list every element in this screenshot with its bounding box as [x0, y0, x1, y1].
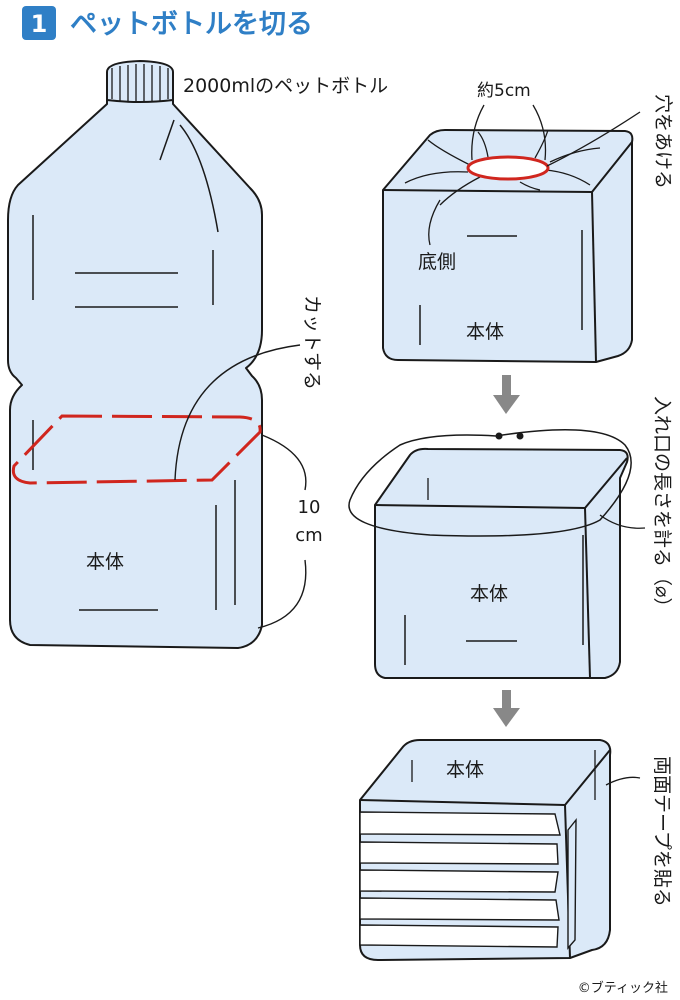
height-bracket-top [261, 434, 307, 491]
diameter-leader-left [471, 104, 485, 161]
measure-leader [599, 514, 646, 529]
body-label-base: 本体 [466, 321, 504, 343]
body-label-bottle: 本体 [86, 551, 124, 573]
body-label-taped: 本体 [446, 759, 484, 781]
bottle-label: 2000mlのペットボトル [183, 75, 388, 97]
make-hole-leader [546, 111, 641, 167]
hole-marker [466, 155, 550, 181]
copyright-text: ©ブティック社 [578, 980, 668, 996]
body-label-open: 本体 [470, 583, 508, 605]
open-box-measure [374, 447, 629, 679]
step-badge [22, 6, 56, 40]
flow-arrow-2 [493, 690, 520, 727]
height-bracket-bottom [257, 559, 307, 629]
measure-point-right [516, 432, 524, 440]
measuring-tape-loop [348, 429, 632, 537]
tape-strips [359, 811, 577, 950]
bottle-illustration [7, 60, 263, 649]
cut-leader-line [174, 344, 301, 481]
tape-label: 両面テープを貼る [651, 756, 673, 907]
height-value: 10 [298, 497, 321, 518]
tape-leader [605, 776, 641, 786]
bottom-side-leader [428, 199, 441, 246]
diameter-label: 約5cm [477, 81, 531, 101]
diameter-leader-right [532, 104, 547, 161]
flow-arrow-1 [493, 375, 520, 414]
cut-line [11, 414, 262, 485]
base-with-hole [382, 129, 634, 363]
step-number: 1 [31, 10, 48, 38]
cut-label: カットする [301, 295, 323, 390]
measure-point-left [495, 432, 503, 440]
bottom-side-label: 底側 [418, 251, 456, 273]
measure-opening-label: 入れ口の長さを計る（⌀） [651, 396, 673, 616]
make-hole-label: 穴をあける [652, 94, 674, 189]
height-unit: cm [295, 525, 322, 546]
page-title: ペットボトルを切る [70, 9, 313, 40]
